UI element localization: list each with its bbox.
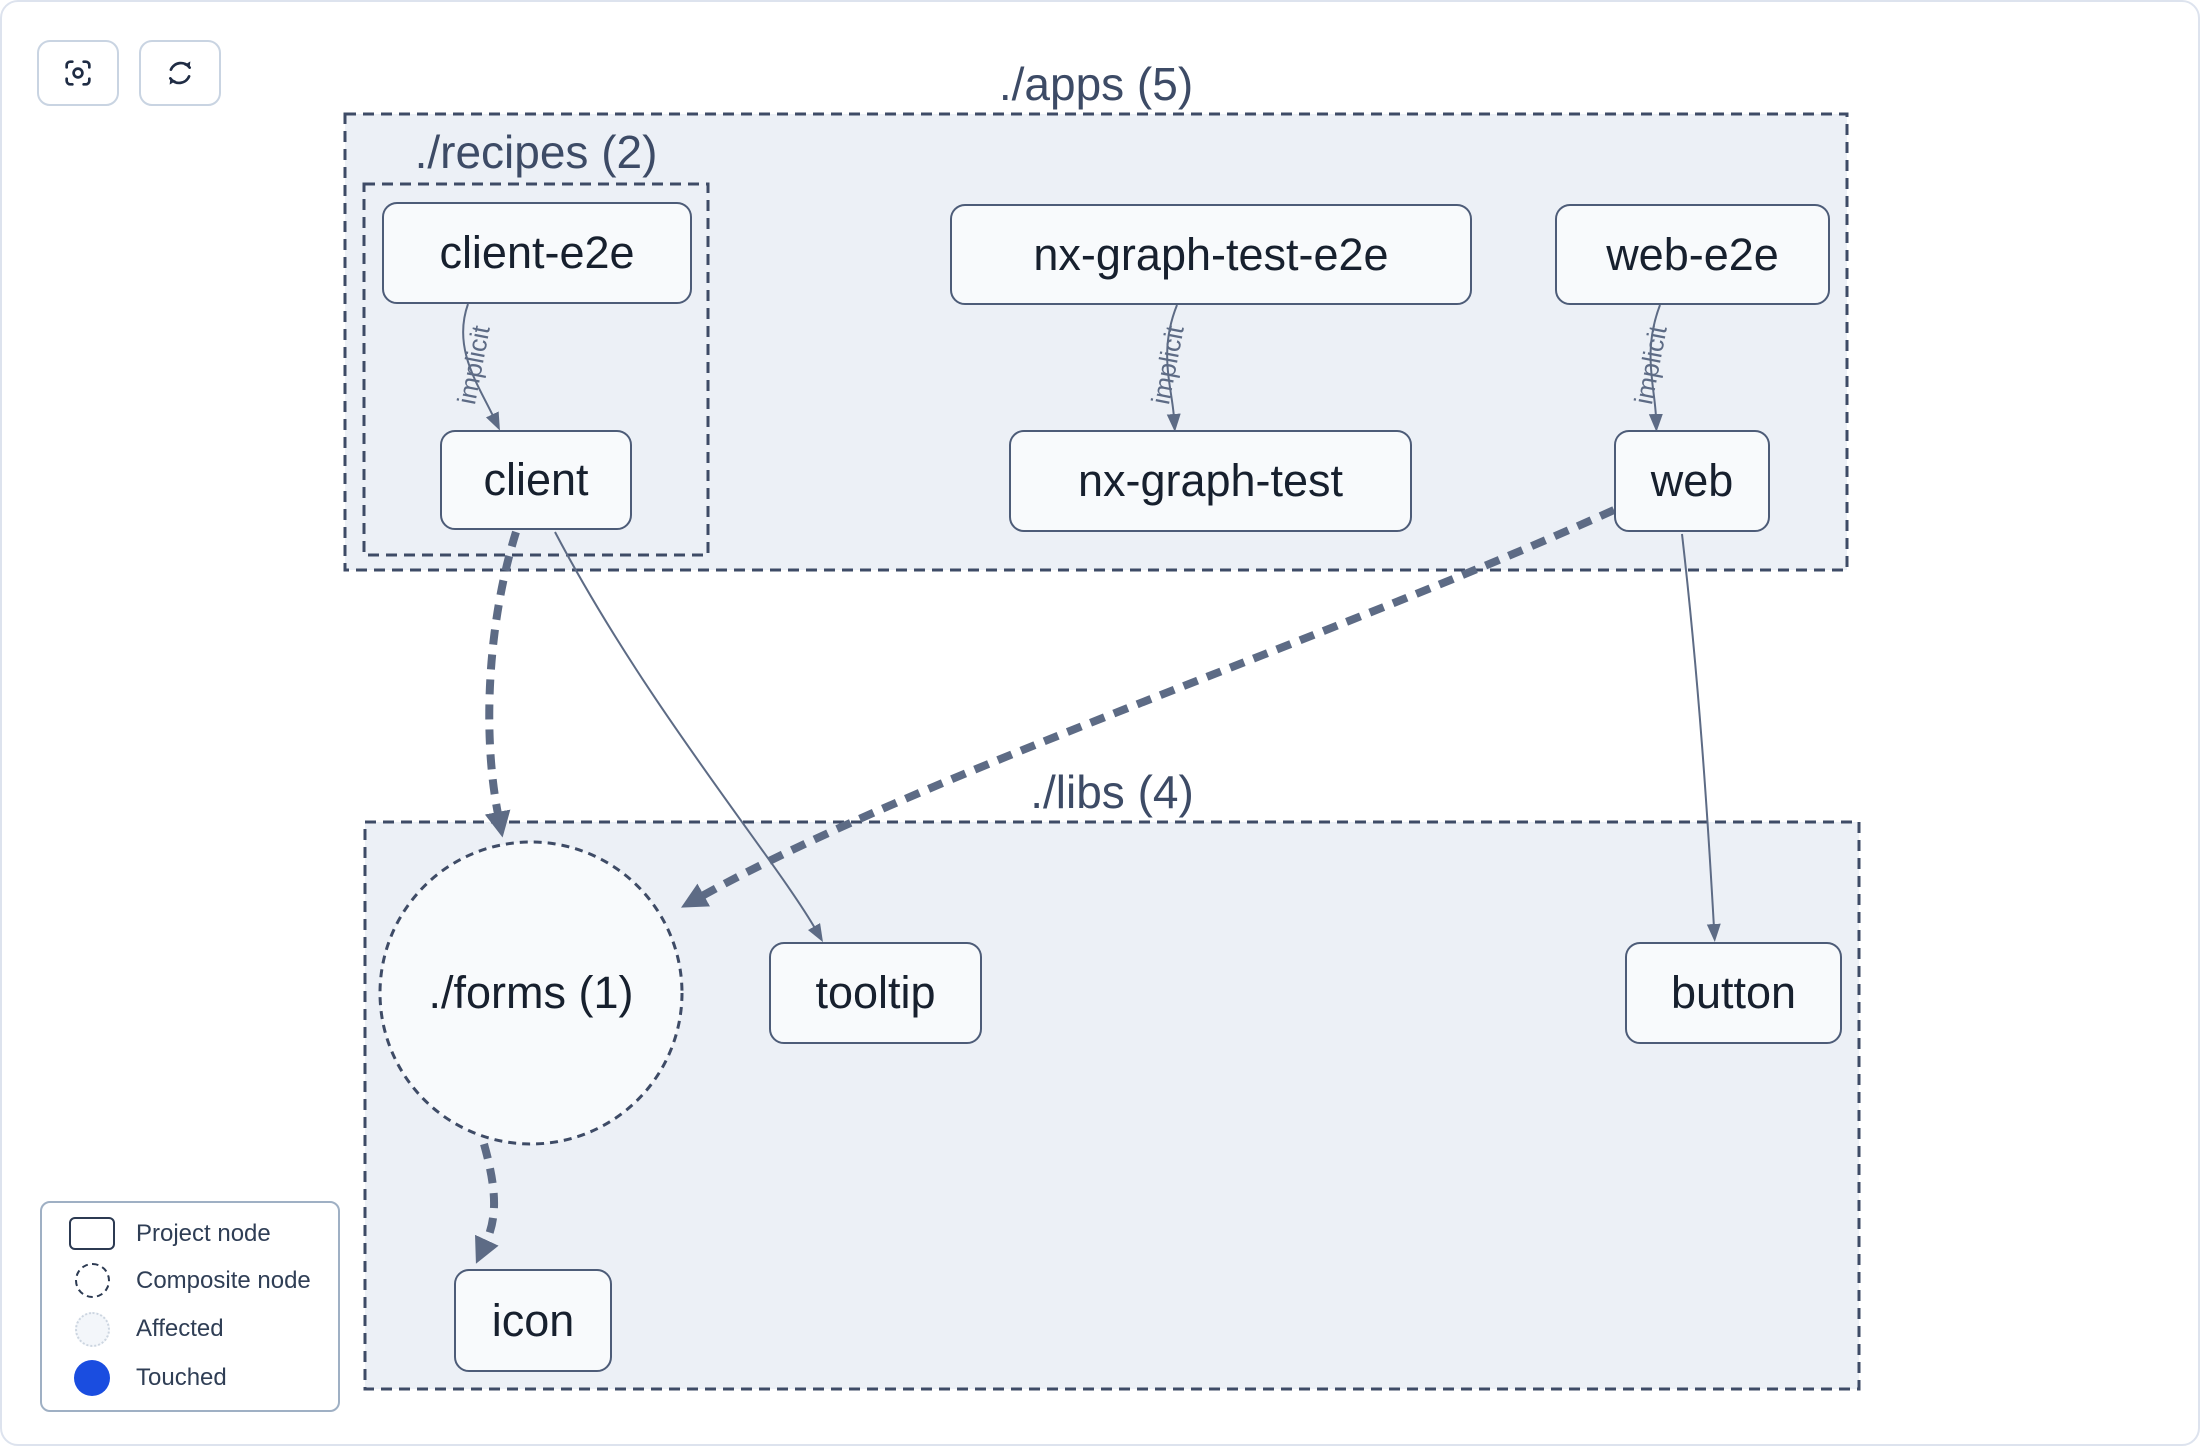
edge-nx-graph-test-e2e-to-nx-graph-test: [1166, 304, 1181, 432]
legend-label: Touched: [136, 1363, 227, 1391]
project-node-nx-graph-test-e2e[interactable]: nx-graph-test-e2e: [950, 204, 1472, 305]
composite-node-forms[interactable]: [378, 840, 684, 1146]
legend-item-affected: Affected: [60, 1311, 338, 1347]
composite-node-label-forms: ./forms (1): [428, 967, 634, 1018]
composite-node-swatch-icon: [74, 1263, 110, 1299]
project-node-client-e2e[interactable]: client-e2e: [382, 202, 692, 304]
legend-item-project-node: Project node: [60, 1217, 338, 1250]
legend-item-composite-node: Composite node: [60, 1263, 338, 1299]
project-node-button[interactable]: button: [1625, 942, 1842, 1044]
edge-client-to-tooltip: [554, 531, 823, 943]
project-node-web-e2e[interactable]: web-e2e: [1555, 204, 1830, 305]
edge-client-to-forms: [484, 530, 520, 838]
edge-web-to-button: [1681, 533, 1721, 942]
legend-label: Composite node: [136, 1266, 311, 1294]
edge-web-e2e-to-web: [1648, 304, 1663, 432]
legend-item-touched: Touched: [60, 1359, 338, 1396]
group-recipes[interactable]: [362, 182, 710, 557]
legend-label: Affected: [136, 1315, 224, 1343]
legend: Project node Composite node Affected Tou…: [40, 1201, 340, 1412]
edge-forms-to-icon: [475, 1142, 499, 1264]
group-label-recipes: ./recipes (2): [414, 126, 658, 178]
project-node-nx-graph-test[interactable]: nx-graph-test: [1009, 430, 1412, 532]
focus-button[interactable]: [37, 40, 119, 106]
refresh-icon: [169, 61, 191, 85]
group-label-libs: ./libs (4): [1030, 766, 1194, 818]
project-node-swatch-icon: [69, 1217, 115, 1250]
project-node-client[interactable]: client: [440, 430, 632, 530]
legend-label: Project node: [136, 1219, 271, 1247]
project-node-tooltip[interactable]: tooltip: [769, 942, 982, 1044]
project-node-icon[interactable]: icon: [454, 1269, 612, 1372]
affected-swatch-icon: [74, 1311, 110, 1347]
scan-focus-icon: [65, 60, 91, 86]
edge-client-e2e-to-client: [462, 303, 500, 431]
touched-swatch-icon: [74, 1359, 110, 1396]
group-label-apps: ./apps (5): [998, 58, 1194, 110]
refresh-button[interactable]: [139, 40, 221, 106]
project-node-web[interactable]: web: [1614, 430, 1770, 532]
